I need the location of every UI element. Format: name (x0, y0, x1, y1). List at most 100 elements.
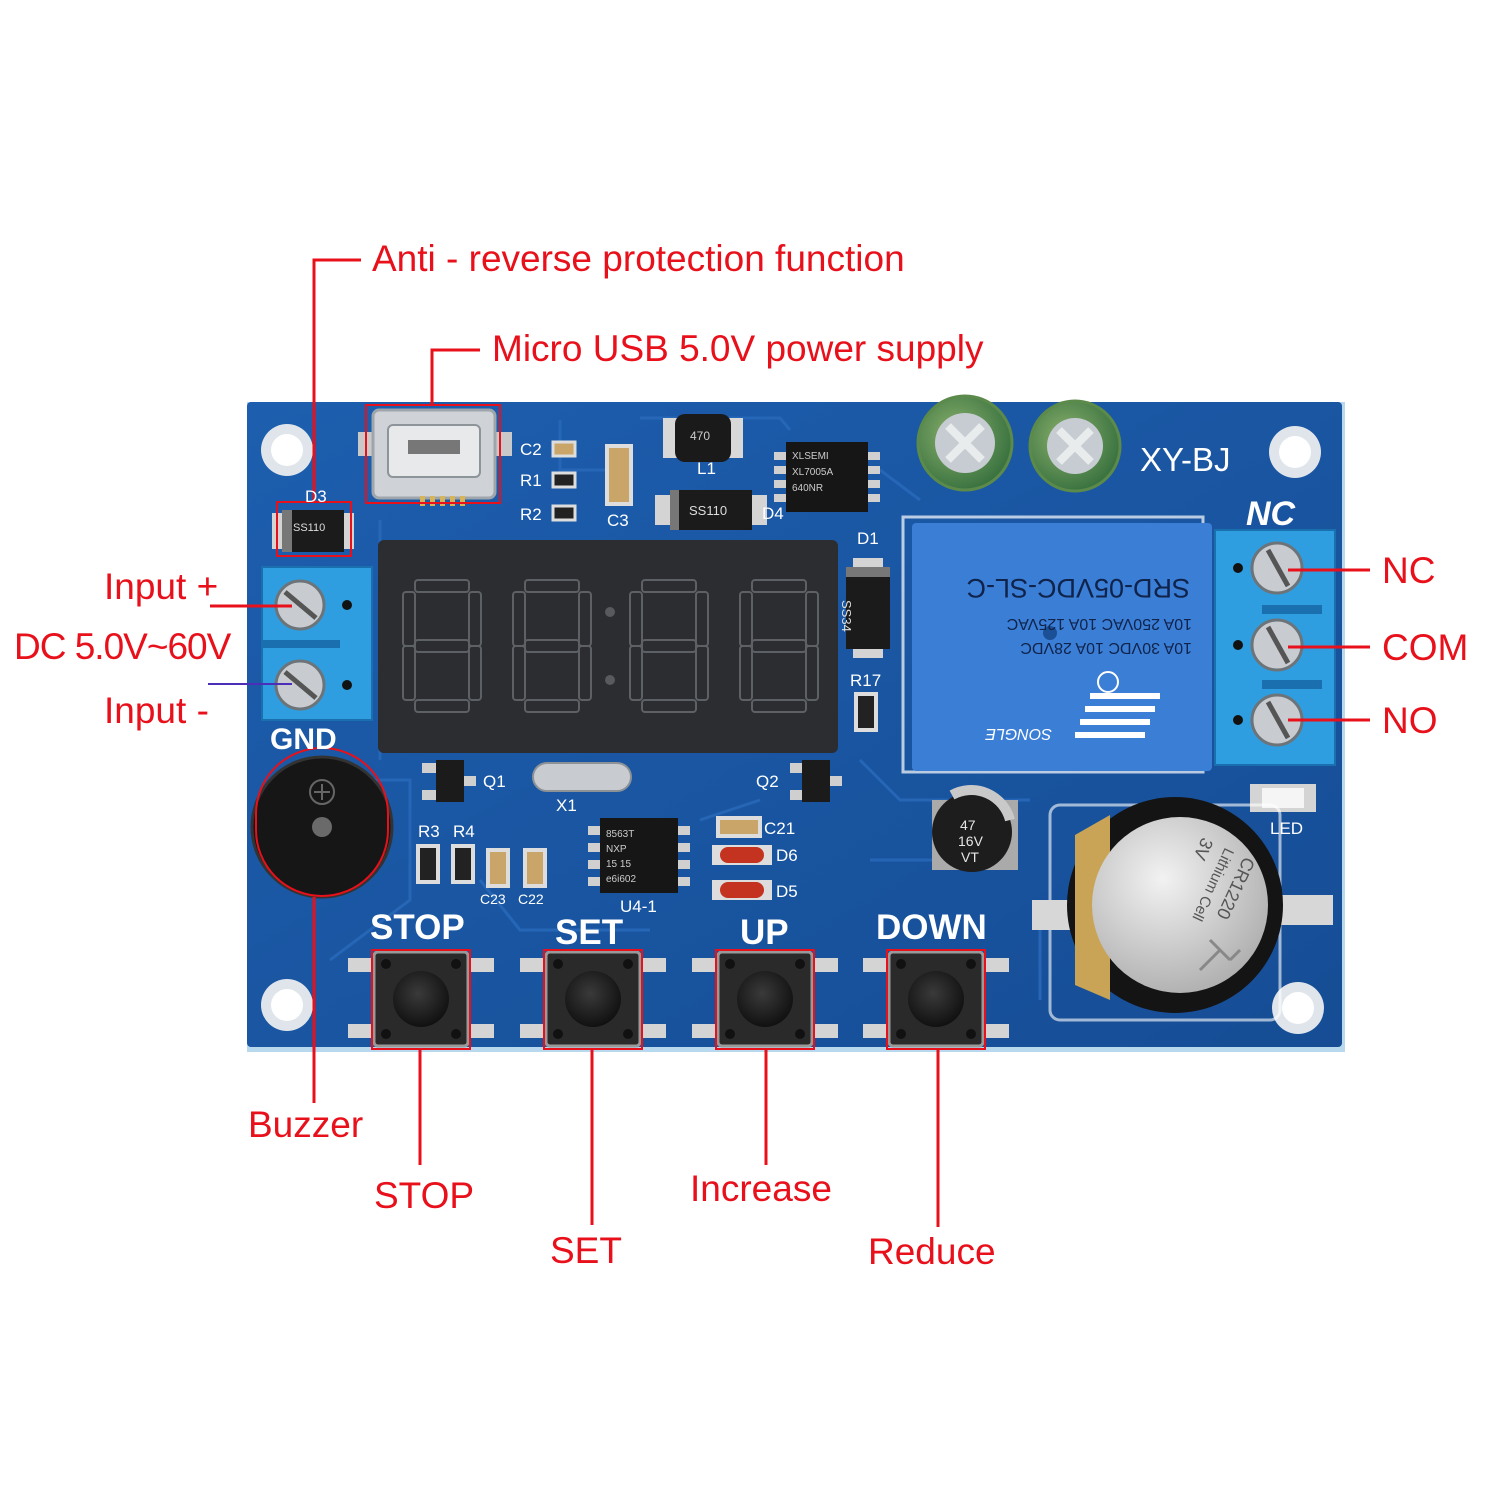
button-label-up: UP (740, 913, 789, 952)
silk-c22: C22 (518, 891, 544, 907)
stop-label: STOP (374, 1175, 475, 1216)
capacitor-top-left (916, 394, 1014, 492)
mounting-hole (1272, 982, 1324, 1034)
display-digit-segment (524, 639, 580, 653)
silk-l1: L1 (697, 459, 716, 478)
rtc-marking-1: 8563T (606, 829, 635, 840)
relay-rating-2: 10A 30VDC 10A 28VDC (1020, 639, 1192, 656)
silk-d3: D3 (305, 487, 327, 506)
display-digit-segment (695, 591, 709, 647)
cap-47-marking-2: 16V (958, 833, 983, 849)
button-label-set: SET (555, 913, 624, 952)
relay-print: SRD-05VDC-SL-C 10A 250VAC 10A 125VAC 10A… (912, 523, 1212, 771)
transistor-q2 (790, 760, 842, 802)
ic-marking-2: XL7005A (792, 467, 834, 478)
nc-board-label: NC (1246, 495, 1296, 533)
relay-model: SRD-05VDC-SL-C (966, 573, 1190, 603)
rtc-marking-4: e6i602 (606, 874, 637, 885)
silk-c21: C21 (764, 819, 796, 838)
input-terminal-block (261, 566, 373, 721)
tactile-button-down[interactable] (863, 949, 1009, 1050)
silk-u4: U4-1 (620, 897, 657, 916)
buzzer-label: Buzzer (248, 1104, 364, 1145)
board-model-label: XY-BJ (1140, 441, 1231, 478)
button-label-down: DOWN (876, 908, 987, 947)
display-digit-segment (512, 645, 526, 701)
silk-r4: R4 (453, 822, 475, 841)
tactile-button-set[interactable] (520, 949, 666, 1050)
micro-usb-connector (358, 408, 512, 506)
input-minus-label: Input - (104, 690, 209, 731)
gnd-board-label: GND (270, 723, 337, 756)
silk-c23: C23 (480, 891, 506, 907)
capacitor-47uf (932, 785, 1018, 872)
display-digit-segment (751, 699, 807, 713)
display-digit-segment (641, 699, 697, 713)
dc-range-label: DC 5.0V~60V (14, 626, 231, 667)
display-digit-segment (751, 639, 807, 653)
display-digit-segment (524, 579, 580, 593)
tactile-button-stop[interactable] (348, 949, 494, 1050)
display-digit-segment (739, 591, 753, 647)
display-digit-segment (468, 591, 482, 647)
display-digit-segment (641, 639, 697, 653)
buzzer (250, 755, 394, 899)
nc-label: NC (1382, 550, 1436, 591)
display-digit-segment (414, 699, 470, 713)
micro-usb-label: Micro USB 5.0V power supply (492, 328, 984, 369)
input-plus-label: Input + (104, 566, 219, 607)
display-digit-segment (629, 645, 643, 701)
silk-d1: D1 (857, 529, 879, 548)
led-board-label: LED (1270, 819, 1304, 838)
regulator-ic (774, 442, 880, 512)
silk-q1: Q1 (483, 772, 506, 791)
d3-marking: SS110 (293, 522, 326, 534)
transistor-q1 (422, 760, 476, 802)
buzzer-highlight-box (255, 747, 389, 897)
com-label: COM (1382, 627, 1469, 668)
status-led (1250, 784, 1316, 812)
relay-rating-1: 10A 250VAC 10A 125VAC (1006, 615, 1192, 632)
display-digit-segment (641, 579, 697, 593)
smd-parts-lower (416, 816, 772, 900)
mounting-hole (261, 424, 313, 476)
silk-r3: R3 (418, 822, 440, 841)
seven-segment-display (378, 540, 838, 753)
button-label-stop: STOP (370, 908, 465, 947)
silk-d4: D4 (762, 504, 784, 523)
display-digit-segment (414, 639, 470, 653)
inductor-marking: 470 (690, 429, 711, 443)
set-label: SET (550, 1230, 622, 1271)
battery-holder (1032, 797, 1333, 1022)
rtc-ic (588, 818, 690, 893)
smd-parts (551, 440, 810, 522)
mounting-hole (1269, 426, 1321, 478)
ic-marking-3: 640NR (792, 483, 824, 494)
mounting-hole (261, 979, 313, 1031)
silk-d5: D5 (776, 882, 798, 901)
display-digit-segment (805, 645, 819, 701)
no-label: NO (1382, 700, 1438, 741)
increase-label: Increase (690, 1168, 832, 1209)
display-digit-segment (402, 591, 416, 647)
diode-d4 (655, 490, 767, 530)
tactile-button-up[interactable] (692, 949, 838, 1050)
display-digit-segment (512, 591, 526, 647)
d1-marking: SS34 (839, 600, 854, 632)
relay (901, 515, 1212, 774)
silk-d6: D6 (776, 846, 798, 865)
silk-c2: C2 (520, 440, 542, 459)
cap-47-marking-3: VT (961, 849, 979, 865)
display-digit-segment (402, 645, 416, 701)
display-digit-segment (414, 579, 470, 593)
reduce-label: Reduce (868, 1231, 996, 1272)
silk-x1: X1 (556, 796, 577, 815)
silk-r17: R17 (850, 671, 882, 690)
leader-lines (210, 258, 1370, 1227)
crystal-x1 (532, 762, 632, 792)
silk-c3: C3 (607, 511, 629, 530)
inductor-l1 (663, 414, 743, 462)
anti-reverse-label: Anti - reverse protection function (372, 238, 905, 279)
display-digit-segment (751, 579, 807, 593)
display-digit-segment (578, 645, 592, 701)
